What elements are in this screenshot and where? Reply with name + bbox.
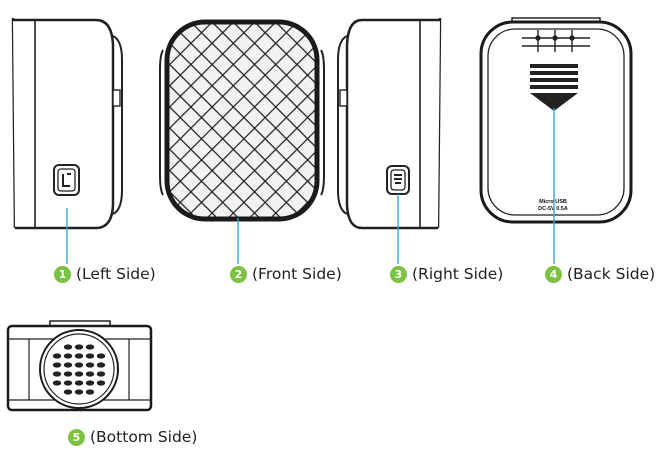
- speaker-hole: [63, 389, 73, 395]
- view-label: (Right Side): [412, 265, 504, 283]
- vent-grille: [530, 64, 578, 111]
- speaker-grille: [52, 344, 106, 395]
- speaker-hole: [85, 371, 95, 377]
- speaker-hole: [63, 344, 73, 350]
- port-label-line2: DC-5V 0.5A: [538, 206, 568, 212]
- speaker-hole: [63, 362, 73, 368]
- label-back-side: 4 (Back Side): [545, 265, 655, 283]
- speaker-hole: [85, 389, 95, 395]
- label-right-side: 3 (Right Side): [390, 265, 503, 283]
- button-contacts: [522, 30, 590, 52]
- speaker-hole: [96, 371, 106, 377]
- label-bottom-side: 5 (Bottom Side): [68, 428, 197, 446]
- speaker-hole: [96, 380, 106, 386]
- right-side-view: [337, 17, 442, 264]
- speaker-hole: [85, 362, 95, 368]
- view-label: (Front Side): [252, 265, 342, 283]
- step-badge: 5: [68, 428, 85, 446]
- speaker-hole: [74, 389, 84, 395]
- label-front-side: 2 (Front Side): [230, 265, 342, 283]
- port-label-line1: Micro USB: [539, 199, 567, 205]
- speaker-hole: [96, 353, 106, 359]
- speaker-hole: [85, 344, 95, 350]
- view-label: (Back Side): [567, 265, 656, 283]
- view-label: (Left Side): [76, 265, 156, 283]
- speaker-hole: [63, 353, 73, 359]
- speaker-hole: [74, 344, 84, 350]
- speaker-hole: [74, 371, 84, 377]
- step-badge: 2: [230, 265, 247, 283]
- speaker-hole: [63, 380, 73, 386]
- speaker-hole: [85, 380, 95, 386]
- back-side-view: Micro USB DC-5V 0.5A: [479, 17, 633, 264]
- step-badge: 3: [390, 265, 407, 283]
- speaker-hole: [85, 353, 95, 359]
- speaker-hole: [96, 362, 106, 368]
- view-label: (Bottom Side): [90, 428, 198, 446]
- speaker-hole: [74, 380, 84, 386]
- speaker-hole: [52, 362, 62, 368]
- front-side-view: [159, 19, 325, 264]
- speaker-hole: [52, 380, 62, 386]
- step-badge: 1: [54, 265, 71, 283]
- label-left-side: 1 (Left Side): [54, 265, 156, 283]
- bottom-side-view: [6, 320, 153, 412]
- speaker-hole: [63, 371, 73, 377]
- battery-button-icon: [386, 165, 410, 195]
- speaker-hole: [74, 353, 84, 359]
- speaker-hole: [52, 353, 62, 359]
- speaker-hole: [52, 371, 62, 377]
- speaker-hole: [74, 362, 84, 368]
- left-side-view: [11, 17, 123, 264]
- step-badge: 4: [545, 265, 562, 283]
- lock-button-icon: [53, 164, 80, 196]
